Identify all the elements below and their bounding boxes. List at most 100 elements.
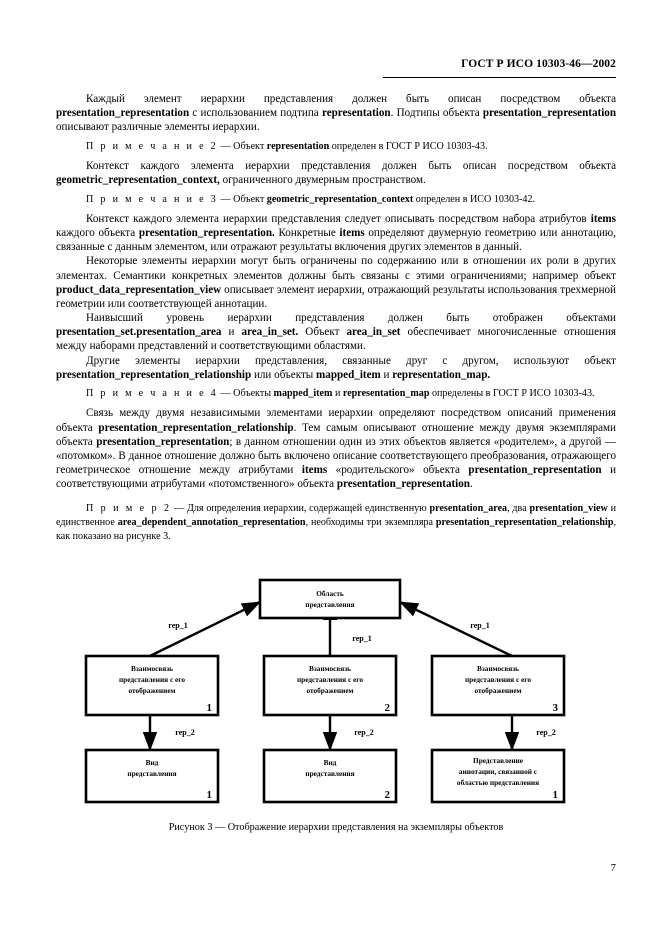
term-presentation-representation: presentation_representation. [138,227,275,240]
note-label: П р и м е ч а н и е 2 [86,140,219,152]
term-presentation-area: presentation_area [429,503,508,515]
node-label-line1: Вид [146,758,159,767]
text-run: определены в ГОСТ Р ИСО 10303-43. [429,388,595,400]
text-run: . Тем самым описывают отношение между дв… [56,421,616,448]
node-instance-number: 2 [385,702,391,714]
text-run: , как показано на рисунке 3. [56,516,616,542]
text-run: и [380,368,393,381]
text-run: Объект [298,326,347,339]
term-presentation-representation-relationship: presentation_representation_relationship [56,368,252,381]
edge-label-rep1-left: rep_1 [168,621,187,630]
diagram-node-view-1: Вид представления 1 [84,748,220,804]
term-representation: representation [266,140,330,152]
text-run: определен в ИСО 10303-42. [413,193,536,205]
term-presentation-view: presentation_view [529,503,608,515]
diagram-node-relationship-1: Взаимосвязь представления с его отображе… [84,654,220,717]
text-run: или объекты [251,368,317,381]
term-presentation-representation: presentation_representation [482,107,616,120]
paragraph-3: Контекст каждого элемента иерархии предс… [56,212,616,254]
figure-3-diagram: Область представления Взаимосвязь предст… [0,572,661,834]
node-instance-number: 2 [385,789,391,801]
text-run: Другие элементы иерархии представления, … [86,354,616,367]
example-label: П р и м е р 2 [86,503,172,515]
text-run: и [332,388,343,400]
text-run: . Подтипы объекта [390,107,483,120]
edge-label-rep1-right: rep_1 [470,621,489,630]
text-run: описывают различные элементы иерархии. [56,121,260,134]
term-area-in-set: area_in_set. [241,326,299,339]
text-run: — Объект [218,140,267,152]
term-items: items [339,227,365,240]
text-run: Наивысший уровень иерархии представления… [86,312,616,325]
term-representation-map: representation_map. [392,368,491,381]
term-geometric-representation-context: geometric_representation_context [266,193,414,205]
node-label-line3: областью представления [457,778,539,787]
node-label-line3: отображением [474,686,521,695]
node-label-line2: представления с его [119,675,185,684]
term-presentation-representation: presentation_representation [96,435,230,448]
paragraph-7: Связь между двумя независимыми элементам… [56,406,616,491]
node-instance-number: 1 [553,789,559,801]
text-run: ; в данном отношении один из этих объект… [56,435,617,477]
text-run: каждого объекта [56,227,139,240]
node-label-line2: представления [305,769,354,778]
term-presentation-representation: presentation_representation [468,464,602,477]
node-label-line3: отображением [128,686,175,695]
paragraph-4: Некоторые элементы иерархии могут быть о… [56,254,616,311]
term-items: items [301,464,328,477]
text-run: и соответствующими атрибутами «потомстве… [56,464,616,491]
note-3: П р и м е ч а н и е 3 — Объект geometric… [56,193,616,207]
page-number: 7 [610,862,617,874]
node-label-line3: отображением [306,686,353,695]
edge-label-rep2-middle: rep_2 [354,728,373,737]
text-run: ограниченного двумерным пространством. [219,174,426,187]
text-run: определен в ГОСТ Р ИСО 10303-43. [329,140,488,152]
term-items: items [590,212,616,225]
term-representation-map: representation_map [342,388,430,400]
node-label-line1: Область [316,589,344,598]
text-run: Конкретные [274,227,340,240]
diagram-node-relationship-3: Взаимосвязь представления с его отображе… [430,654,566,717]
term-area-dependent-annotation-representation: area_dependent_annotation_representation [117,516,306,528]
edge-label-rep2-left: rep_2 [175,728,194,737]
text-run: и единственное [56,503,616,528]
paragraph-5: Наивысший уровень иерархии представления… [56,311,616,353]
term-presentation-representation: presentation_representation [56,107,190,120]
node-label-line1: Взаимосвязь [477,664,519,673]
text-run: обеспечивает многочисленные отношения ме… [56,326,616,353]
node-label-line1: Взаимосвязь [309,664,351,673]
note-2: П р и м е ч а н и е 2 — Объект represent… [56,140,616,154]
note-label: П р и м е ч а н и е 3 [86,193,219,205]
text-run: — Для определения иерархии, содержащей е… [171,503,430,515]
text-run: Контекст каждого элемента иерархии предс… [86,212,591,225]
node-label-line2: представления [305,600,354,609]
text-run: , два [507,503,530,515]
term-presentation-representation-relationship: presentation_representation_relationship [435,516,614,528]
note-label: П р и м е ч а н и е 4 [86,388,219,400]
text-run: с использованием подтипа [189,107,322,120]
text-run: . [469,478,473,491]
text-run: определяют двумерную геометрию или аннот… [56,227,616,254]
node-label-line1: Вид [324,758,337,767]
term-area-in-set: area_in_set [346,326,401,339]
example-2: П р и м е р 2 — Для определения иерархии… [56,502,616,543]
node-instance-number: 3 [553,702,559,714]
paragraph-6: Другие элементы иерархии представления, … [56,354,616,382]
term-presentation-representation-relationship: presentation_representation_relationship [98,421,294,434]
text-run: «родительского» объекта [327,464,469,477]
term-mapped-item: mapped_item [273,388,333,400]
node-label-line2: представления с его [297,675,363,684]
text-run: Каждый элемент иерархии представления до… [86,93,616,105]
header-rule [383,77,616,78]
term-presentation-representation: presentation_representation [336,478,470,491]
page-header: ГОСТ Р ИСО 10303-46—2002 [461,58,616,70]
text-run: , необходимы три экземпляра [305,516,436,528]
node-label-line2: аннотации, связанной с [459,767,538,776]
node-label-line1: Представление [473,756,524,765]
text-run: — Объект [218,193,267,205]
term-product-data-representation-view: product_data_representation_view [56,283,222,296]
node-label-line1: Взаимосвязь [131,664,173,673]
text-run: Контекст каждого элемента иерархии предс… [86,160,616,173]
text-run: Связь между двумя независимыми элементам… [56,407,616,434]
